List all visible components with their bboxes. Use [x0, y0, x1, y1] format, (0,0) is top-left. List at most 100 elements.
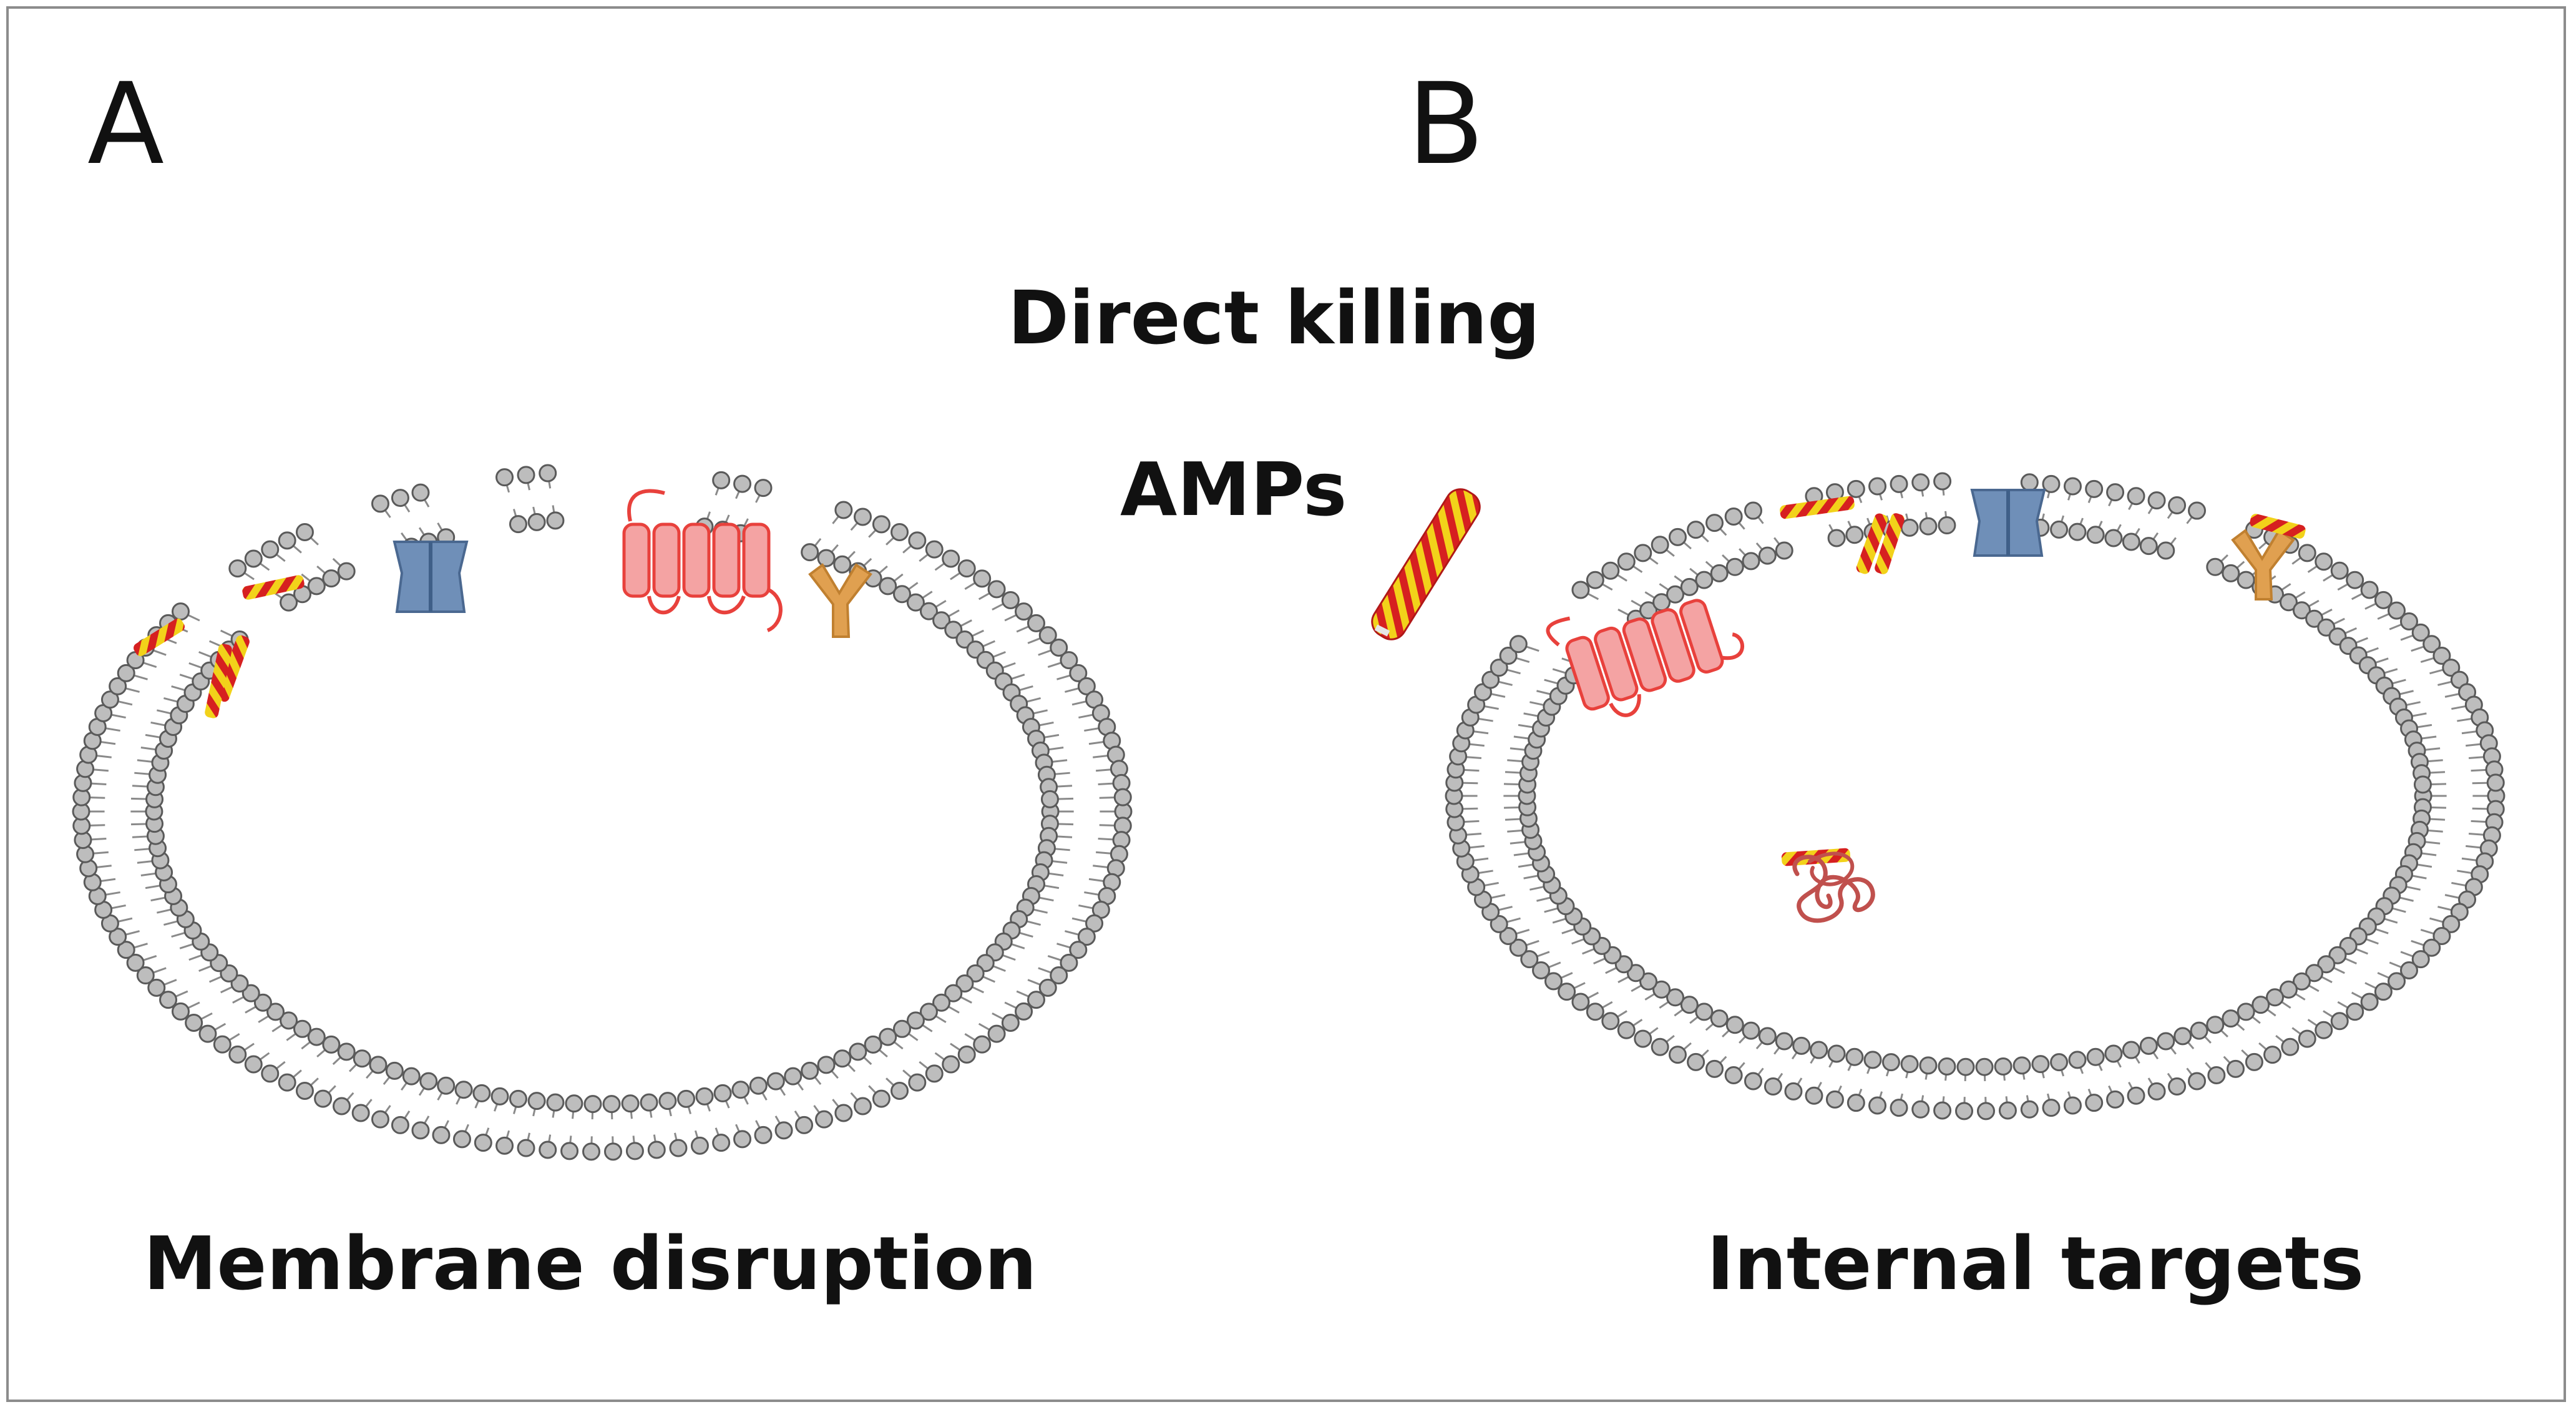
lipid-head [1764, 1077, 1782, 1096]
lipid-head [854, 507, 872, 526]
lipid-head [295, 1082, 314, 1101]
bacterial-cell-b [1445, 472, 2505, 1120]
lipid-head [1509, 938, 1528, 957]
lipid-head [126, 953, 145, 972]
lipid-head [1634, 544, 1652, 562]
lipid-head [908, 531, 927, 550]
lipid-head [495, 468, 514, 487]
lipid-head [1955, 1102, 1974, 1120]
lipid-head [261, 540, 280, 559]
lipid-head [1666, 585, 1684, 604]
lipid-head [1038, 626, 1057, 645]
lipid-head [452, 1130, 471, 1149]
lipid-head [733, 474, 752, 493]
lipid-head [391, 489, 409, 507]
lipid-head [2139, 537, 2158, 556]
lipid-head [2315, 1021, 2333, 1039]
lipid-head [1792, 1036, 1811, 1055]
lipid-head [1911, 1100, 1930, 1119]
lipid-head [957, 559, 976, 578]
lipid-head [1742, 552, 1760, 571]
lipid-head [1724, 1066, 1743, 1085]
lipid-head [307, 1027, 326, 1046]
lipid-head [1040, 790, 1059, 808]
lipid-head [109, 928, 127, 946]
lipid-head [2188, 1072, 2207, 1091]
amp-helix-icon [1780, 496, 2306, 866]
lipid-head [582, 1142, 601, 1161]
ion-channel-icon [393, 541, 469, 613]
lipid-head [402, 1067, 421, 1086]
lipid-head [2174, 1027, 2192, 1046]
membrane-disruption-caption: Membrane disruption [144, 1220, 1037, 1307]
lipid-head [1617, 552, 1636, 571]
lipid-head [117, 941, 135, 959]
lipid-head [2157, 1032, 2175, 1051]
lipid-head [1919, 1056, 1938, 1075]
lipid-head [658, 1092, 677, 1110]
lipid-head [834, 501, 853, 519]
lipid-head [1481, 670, 1500, 689]
lipid-head [1060, 953, 1078, 972]
lipid-head [1825, 1090, 1844, 1109]
lipid-head [1038, 978, 1057, 997]
lipid-head [1847, 479, 1865, 498]
lipid-head [955, 974, 974, 993]
lipid-head [1933, 472, 1952, 491]
lipid-head [774, 1121, 793, 1140]
lipid-head [391, 1115, 409, 1134]
lipid-head [369, 1056, 388, 1074]
lipid-head [2188, 501, 2207, 520]
lipid-head [546, 1093, 565, 1112]
lipid-head [906, 593, 925, 612]
lipid-head [2263, 1046, 2282, 1064]
lipid-head [1060, 651, 1078, 670]
lipid-head [690, 1136, 709, 1155]
lipid-head [2050, 1053, 2069, 1072]
lipid-head [295, 522, 314, 541]
lipid-head [766, 1072, 785, 1091]
lipid-head [834, 1104, 853, 1122]
lipid-head [1571, 993, 1590, 1011]
lipid-head [437, 1076, 456, 1095]
lipid-head [801, 543, 819, 562]
lipid-head [337, 562, 356, 581]
lipid-head [2281, 1037, 2300, 1056]
lipid-head [1868, 1096, 1887, 1115]
lipid-head [1544, 972, 1563, 991]
lipid-head [136, 966, 155, 985]
lipid-head [1499, 646, 1518, 665]
lipid-head [1976, 1102, 1995, 1120]
lipid-head [2305, 964, 2324, 983]
lipid-head [625, 1142, 644, 1160]
lipid-head [371, 1110, 389, 1129]
lipid-head [1705, 1059, 1724, 1078]
lipid-head [1666, 988, 1684, 1007]
lipid-head [2450, 903, 2469, 921]
lipid-head [1847, 1094, 1865, 1112]
lipid-head [1617, 1021, 1636, 1039]
lipid-head [1085, 914, 1104, 933]
lipid-head [1742, 1021, 1760, 1040]
lipid-head [2042, 474, 2061, 493]
lipid-head [1744, 1072, 1762, 1091]
lipid-head [1695, 1003, 1714, 1021]
lipid-head [973, 569, 992, 588]
lipid-head [712, 1134, 731, 1152]
lipid-head [1998, 1101, 2017, 1120]
lipid-head [932, 611, 951, 630]
lipid-head [266, 1003, 285, 1021]
lipid-head [2399, 961, 2418, 979]
lipid-head [2106, 1090, 2125, 1109]
lipid-head [1725, 1016, 1744, 1034]
lipid-head [2279, 980, 2298, 999]
lipid-head [731, 1081, 750, 1099]
lipid-head [2442, 659, 2461, 677]
lipid-head [2237, 571, 2255, 589]
lipid-head [1744, 501, 1762, 520]
lipid-head [280, 593, 298, 612]
lipid-head [815, 1110, 834, 1129]
lipid-head [879, 577, 897, 596]
lipid-head [1050, 638, 1068, 657]
lipid-head [2315, 552, 2333, 571]
